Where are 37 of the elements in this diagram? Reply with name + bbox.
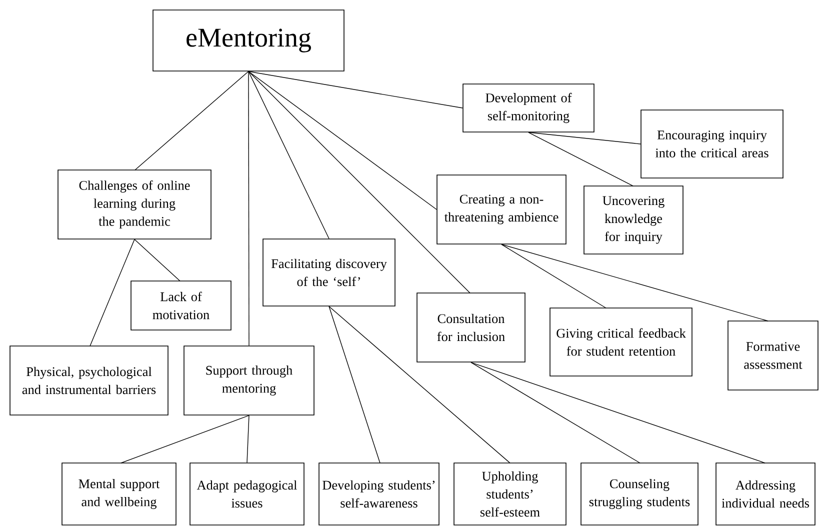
topic-box: Addressing individual needs: [716, 462, 816, 526]
connector-line: [120, 415, 250, 464]
connector-line: [90, 239, 135, 346]
topic-box: Upholding students’ self-esteem: [454, 462, 566, 526]
topic-box: Formative assessment: [728, 320, 818, 390]
topic-box: Uncovering knowledge for inquiry: [584, 186, 684, 254]
connector-line: [501, 244, 768, 322]
topic-box: Giving critical feedback for student retention: [550, 308, 692, 376]
topic-box: Physical, psychological and instrumental barriers: [10, 346, 168, 416]
topic-box: Support through mentoring: [184, 346, 314, 416]
connector-line: [248, 71, 470, 294]
topic-box: Facilitating discovery of the ‘self’: [262, 238, 396, 306]
connector-line: [248, 71, 330, 239]
topic-box: Counseling struggling students: [580, 462, 698, 526]
connector-line: [470, 362, 766, 464]
topic-box: Consultation for inclusion: [416, 292, 526, 362]
topic-box: Lack of motivation: [130, 280, 232, 330]
topic-box: Challenges of online learning during the pandemic: [58, 170, 212, 240]
connector-line: [328, 306, 380, 464]
connector-line: [470, 362, 640, 464]
topic-box: Mental support and wellbeing: [62, 462, 176, 526]
connector-line: [501, 244, 606, 308]
connector-line: [134, 239, 180, 282]
connector-line: [248, 71, 437, 210]
connector-line: [134, 71, 249, 170]
connector-line: [328, 306, 510, 464]
connector-line: [528, 132, 634, 186]
connector-line: [248, 71, 463, 108]
topic-box: Development of self-monitoring: [462, 84, 594, 132]
topic-box: Adapt pedagogical issues: [190, 462, 304, 526]
connector-line: [246, 415, 250, 463]
topic-box: Developing students’ self-awareness: [318, 462, 440, 526]
title-box: eMentoring: [152, 10, 344, 72]
topic-box: Creating a non-threatening ambience: [436, 174, 566, 244]
connector-line: [528, 132, 641, 144]
connector-line: [248, 71, 250, 346]
topic-box: Encouraging inquiry into the critical areas: [640, 110, 784, 178]
